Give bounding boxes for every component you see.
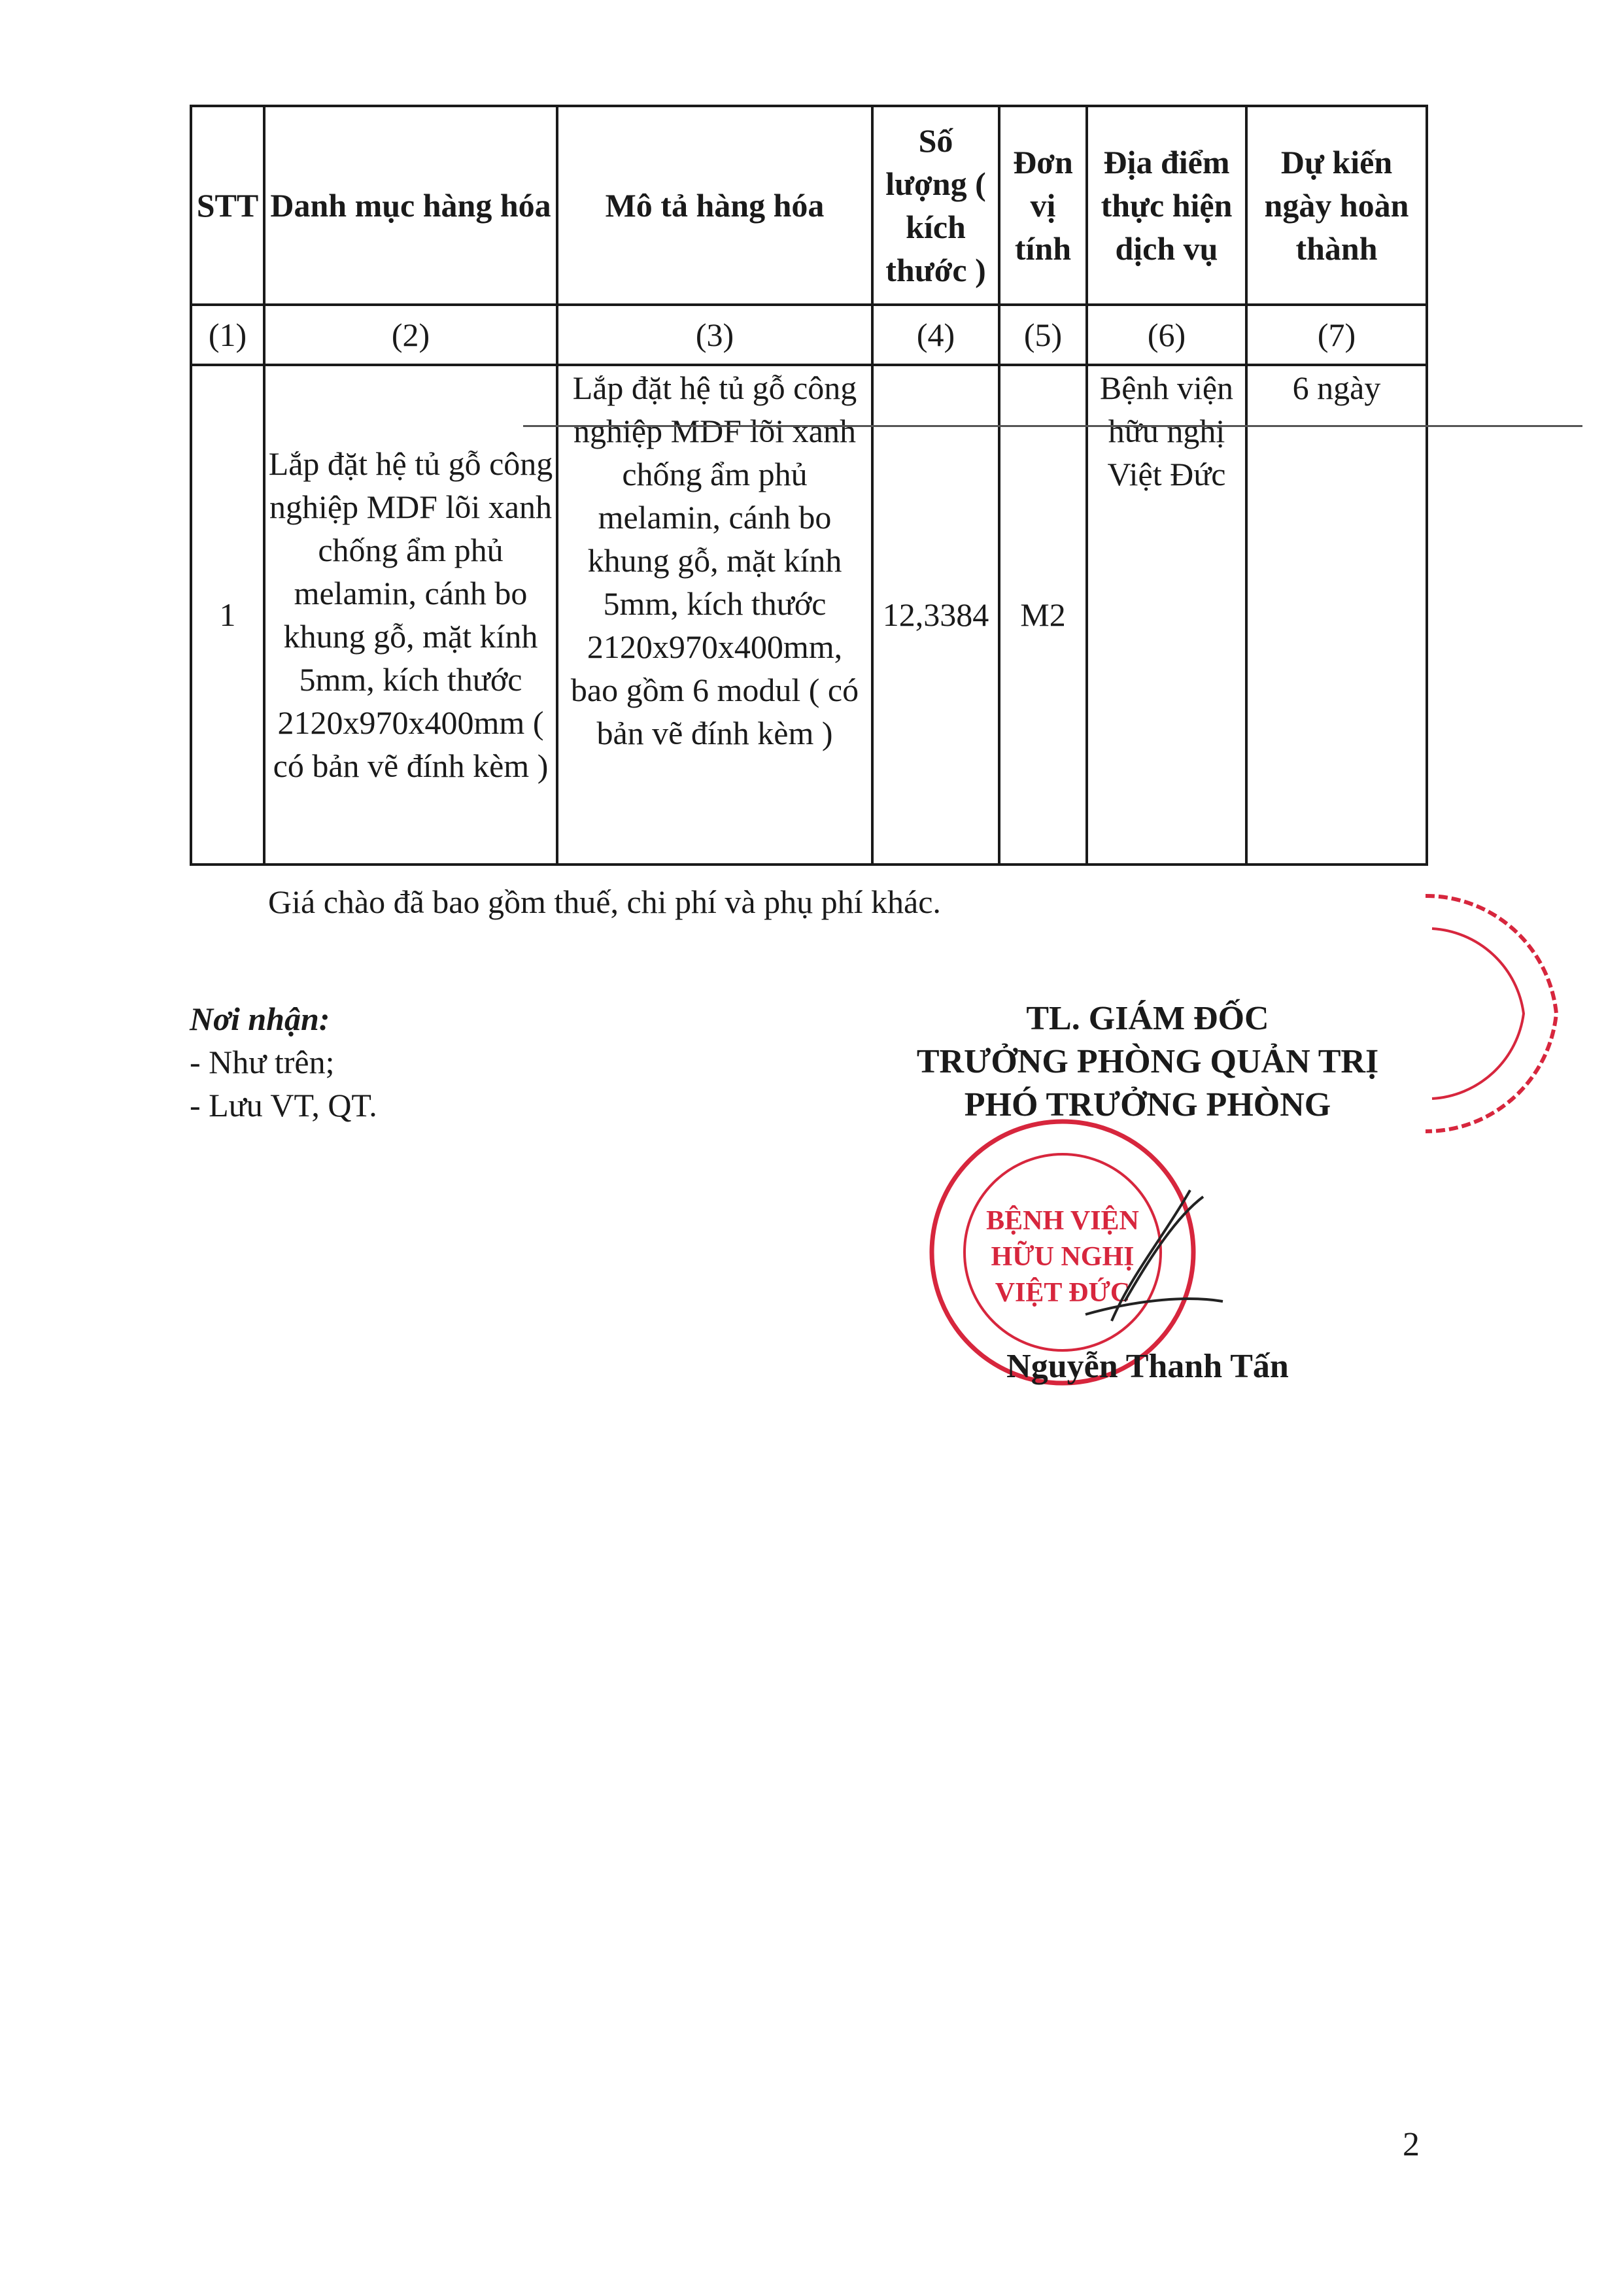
column-number: (4) <box>871 303 1000 366</box>
quotation-table: STT Danh mục hàng hóa Mô tả hàng hóa Số … <box>190 105 1428 866</box>
column-number: (3) <box>556 303 874 366</box>
faded-seal-icon <box>1425 893 1559 1134</box>
scan-line-artifact <box>523 425 1582 427</box>
header-quantity: Số lượng ( kích thước ) <box>871 105 1000 306</box>
seal-text: HỮU NGHỊ <box>991 1241 1135 1272</box>
cell-category: Lắp đặt hệ tủ gỗ công nghiệp MDF lõi xan… <box>263 364 558 866</box>
header-stt: STT <box>190 105 265 306</box>
recipients-block: Nơi nhận: - Như trên; - Lưu VT, QT. <box>190 997 377 1127</box>
cell-unit: M2 <box>998 364 1088 866</box>
column-number: (1) <box>190 303 265 366</box>
recipients-header: Nơi nhận: <box>190 1001 330 1037</box>
column-number: (6) <box>1085 303 1248 366</box>
sign-title-line: TL. GIÁM ĐỐC <box>1026 1000 1269 1037</box>
table-header-row: STT Danh mục hàng hóa Mô tả hàng hóa Số … <box>190 105 1428 306</box>
header-unit: Đơn vị tính <box>998 105 1088 306</box>
seal-text: VIỆT ĐỨC <box>995 1277 1131 1308</box>
cell-quantity: 12,3384 <box>871 364 1000 866</box>
header-description: Mô tả hàng hóa <box>556 105 874 306</box>
cell-stt: 1 <box>190 364 265 866</box>
recipient-item: - Như trên; <box>190 1044 335 1080</box>
cell-days: 6 ngày <box>1245 364 1428 866</box>
header-category: Danh mục hàng hóa <box>263 105 558 306</box>
header-completion: Dự kiến ngày hoàn thành <box>1245 105 1428 306</box>
cell-location: Bệnh viện hữu nghị Việt Đức <box>1085 364 1248 866</box>
column-number-row: (1) (2) (3) (4) (5) (6) (7) <box>190 303 1428 366</box>
column-number: (7) <box>1245 303 1428 366</box>
price-note: Giá chào đã bao gồm thuế, chi phí và phụ… <box>268 883 941 920</box>
page-number: 2 <box>1403 2126 1420 2163</box>
recipient-item: - Lưu VT, QT. <box>190 1087 377 1123</box>
header-location: Địa điểm thực hiện dịch vụ <box>1085 105 1248 306</box>
column-number: (2) <box>263 303 558 366</box>
table-row: 1 Lắp đặt hệ tủ gỗ công nghiệp MDF lõi x… <box>190 364 1428 866</box>
seal-text: BỆNH VIỆN <box>986 1205 1139 1236</box>
sign-title-line: TRƯỞNG PHÒNG QUẢN TRỊ <box>916 1043 1379 1080</box>
sign-title-line: PHÓ TRƯỞNG PHÒNG <box>964 1086 1331 1123</box>
column-number: (5) <box>998 303 1088 366</box>
signature-title-block: TL. GIÁM ĐỐC TRƯỞNG PHÒNG QUẢN TRỊ PHÓ T… <box>837 997 1458 1127</box>
hospital-seal-icon: BỆNH VIỆN HỮU NGHỊ VIỆT ĐỨC <box>929 1119 1223 1386</box>
signer-name: Nguyễn Thanh Tấn <box>1006 1348 1289 1385</box>
cell-description: Lắp đặt hệ tủ gỗ công nghiệp MDF lõi xan… <box>556 364 874 866</box>
